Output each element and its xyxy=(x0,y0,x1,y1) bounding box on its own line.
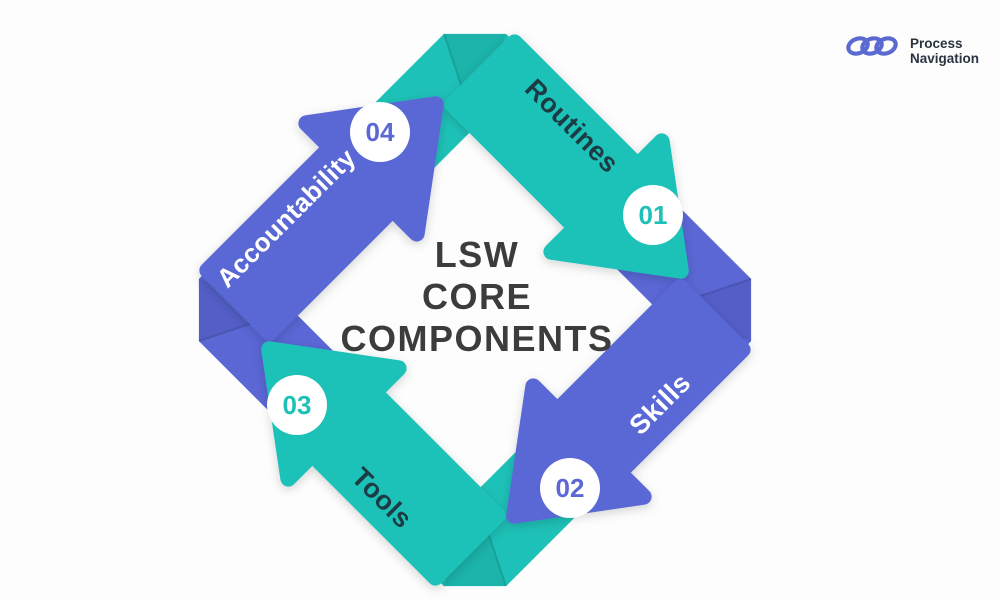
loop-3 xyxy=(874,36,898,56)
badge-04: 04 xyxy=(350,102,410,162)
logo-text-line-1: Process xyxy=(910,36,963,51)
badge-04-circle xyxy=(350,102,410,162)
badge-01: 01 xyxy=(623,185,683,245)
logo: Process Navigation xyxy=(846,36,979,66)
badge-01-number: 01 xyxy=(639,200,668,230)
badge-02-circle xyxy=(540,458,600,518)
badge-01-circle xyxy=(623,185,683,245)
title-line-3: COMPONENTS xyxy=(340,318,613,359)
triple-loop-icon xyxy=(846,36,898,56)
step-badges: 01 02 03 04 xyxy=(267,102,683,518)
title-line-1: LSW xyxy=(435,234,519,275)
badge-03-number: 03 xyxy=(283,390,312,420)
badge-03: 03 xyxy=(267,375,327,435)
badge-04-number: 04 xyxy=(366,117,395,147)
title-line-2: CORE xyxy=(422,276,532,317)
logo-text-line-2: Navigation xyxy=(910,51,979,66)
page-title: LSW CORE COMPONENTS xyxy=(340,234,613,359)
badge-02: 02 xyxy=(540,458,600,518)
badge-03-circle xyxy=(267,375,327,435)
badge-02-number: 02 xyxy=(556,473,585,503)
